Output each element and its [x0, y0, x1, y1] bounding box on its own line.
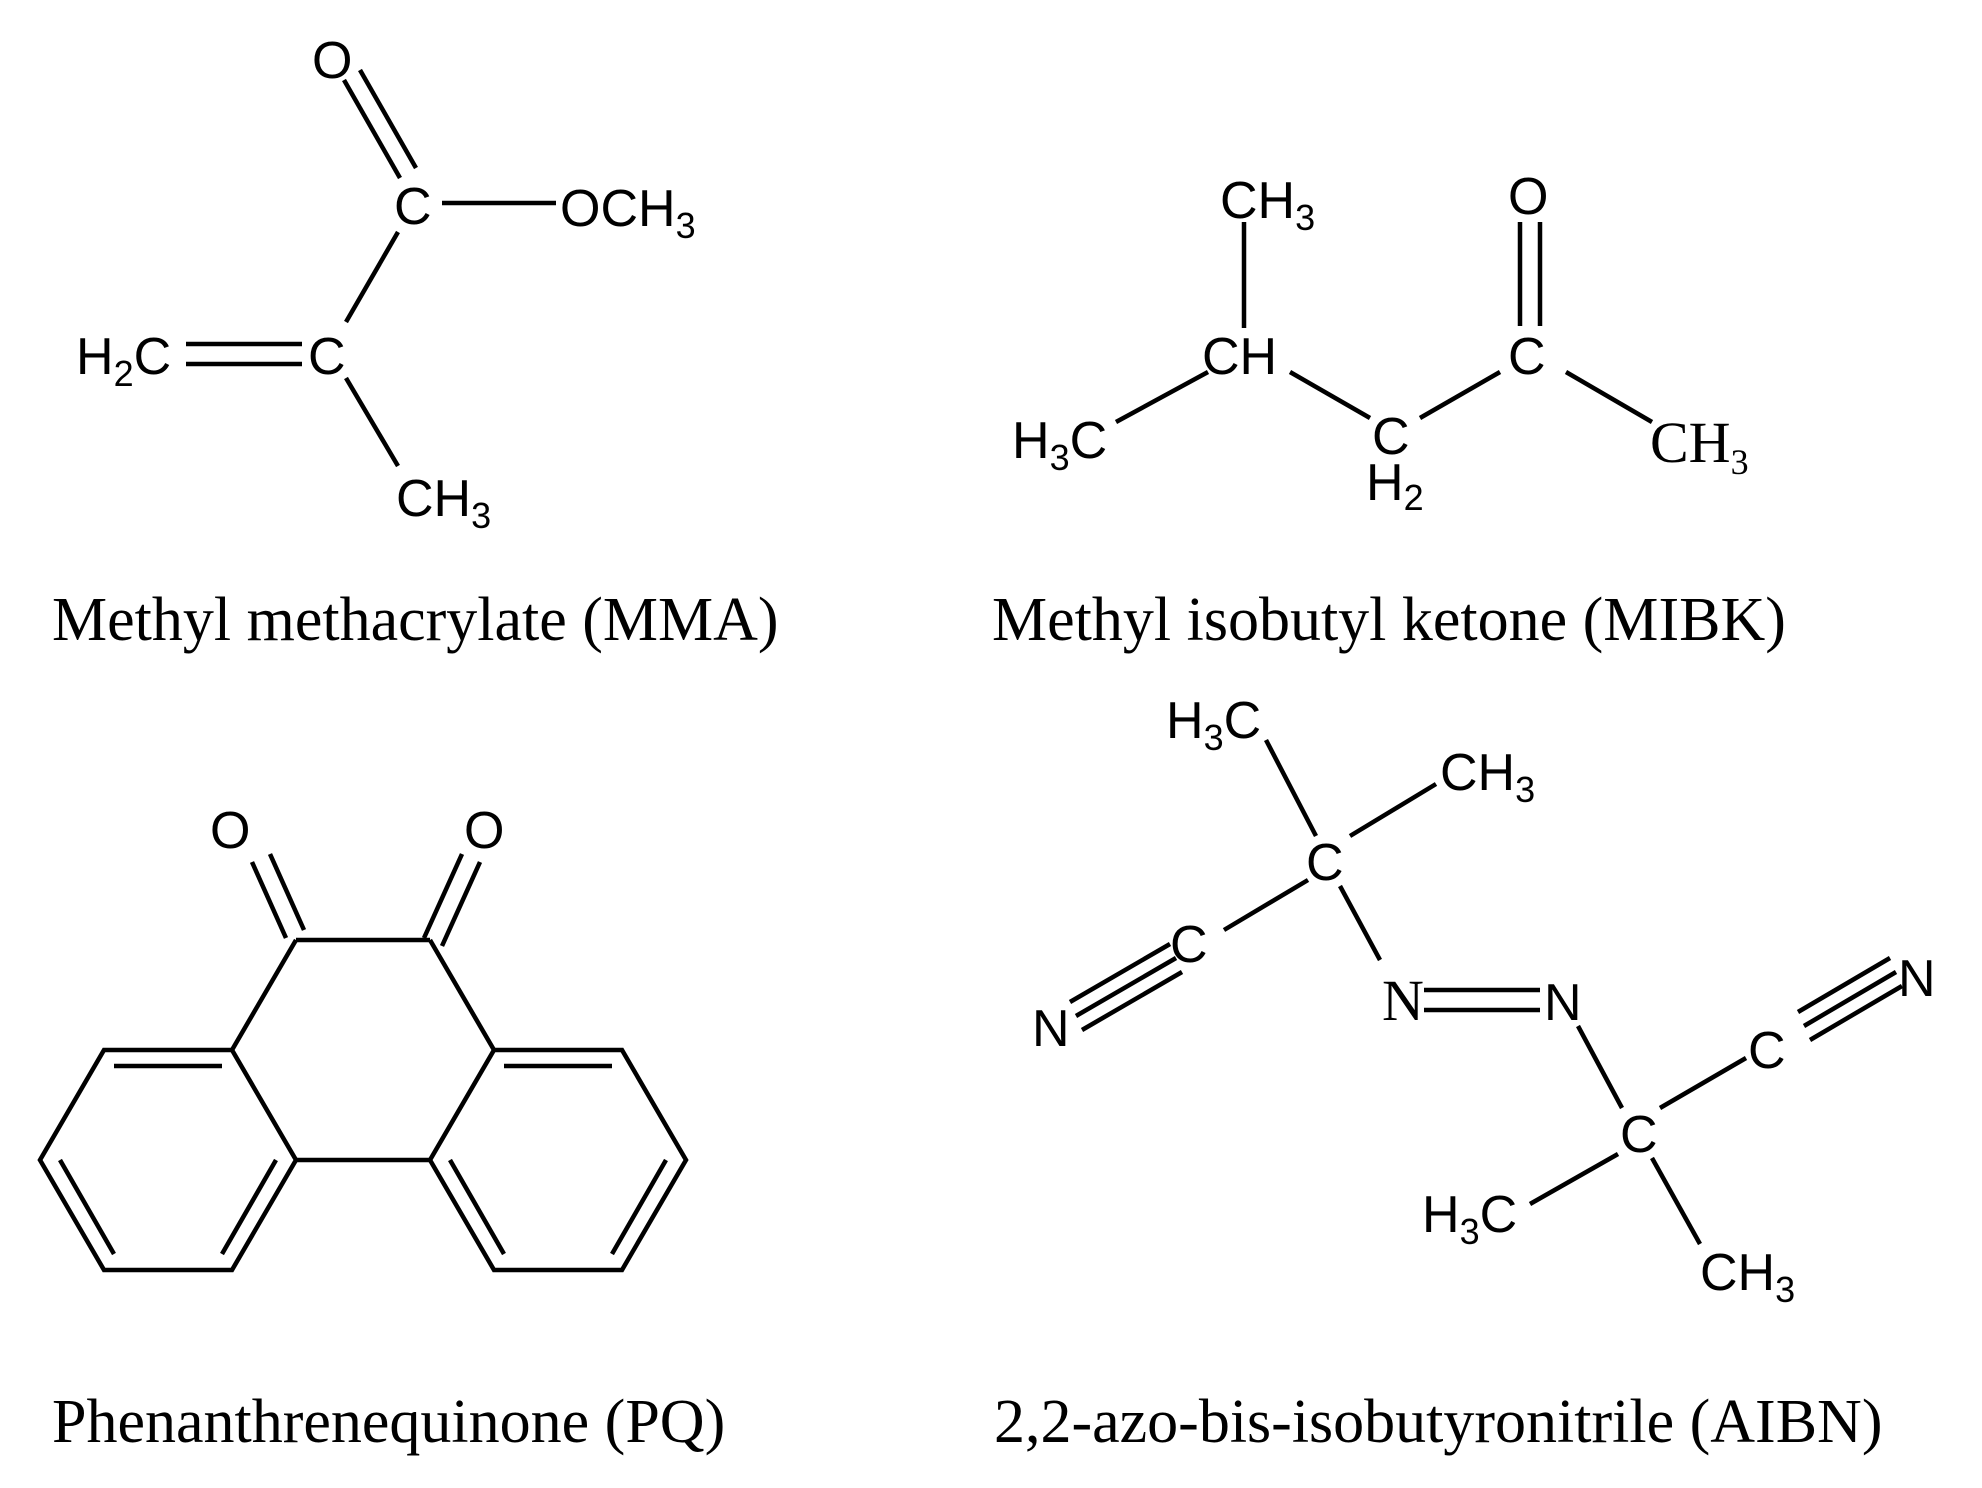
pq-o-left-label: O — [210, 802, 250, 860]
aibn-cn-right-triple-1 — [1796, 956, 1892, 1014]
mma-och3-label: OCH3 — [560, 180, 696, 246]
aibn-cn-left-triple-3 — [1080, 970, 1184, 1032]
aibn-c-h3c-bottom-bond — [1528, 1152, 1620, 1206]
aibn-c-quat-bottom-label: C — [1620, 1106, 1658, 1164]
aibn-h3c-bottom-label: H3C — [1422, 1186, 1517, 1252]
mma-h2c-label: H2C — [76, 328, 171, 394]
mibk-c-methylene-label: C — [1372, 408, 1410, 466]
pq-co-right-bond-2 — [439, 861, 483, 947]
aibn-cn-left-triple-1 — [1068, 942, 1172, 1004]
pq-co-right-bond-1 — [421, 853, 465, 939]
pq-co-left-bond-2 — [267, 853, 307, 931]
aibn-n-azo-left-label: N — [1382, 968, 1424, 1033]
aibn-cn-right-triple-2 — [1802, 970, 1898, 1028]
mma-c-carbonyl-label: C — [394, 178, 432, 236]
pq-caption: Phenanthrenequinone (PQ) — [52, 1388, 725, 1456]
mibk-ch2-c-bond — [1418, 370, 1502, 420]
pq-right-ring-double-3 — [448, 1158, 506, 1256]
pq-structure: O O — [37, 802, 689, 1273]
mibk-h3c-label: H3C — [1012, 412, 1107, 478]
mma-caption: Methyl methacrylate (MMA) — [52, 586, 779, 654]
aibn-c-n-azo-bond — [1338, 884, 1382, 962]
mibk-c-ch3-bond — [1564, 370, 1654, 424]
aibn-c-quat-top-label: C — [1306, 834, 1344, 892]
mibk-caption: Methyl isobutyl ketone (MIBK) — [992, 586, 1786, 654]
mibk-c-carbonyl-label: C — [1508, 328, 1546, 386]
mibk-ch-label: CH — [1202, 328, 1277, 386]
aibn-caption: 2,2-azo-bis-isobutyronitrile (AIBN) — [994, 1388, 1882, 1456]
pq-left-ring-double-2 — [58, 1158, 116, 1256]
mma-o-label: O — [312, 32, 352, 90]
aibn-c-cn-left-bond — [1222, 878, 1310, 932]
mibk-ch-ch2-bond — [1288, 370, 1372, 420]
aibn-ch3-bottom-label: CH3 — [1700, 1244, 1795, 1310]
mibk-structure: CH3 O CH C H3C C H2 CH3 — [1012, 168, 1749, 518]
aibn-h3c-top-label: H3C — [1166, 692, 1261, 758]
pq-right-ring — [427, 1047, 689, 1273]
aibn-c-nitrile-right-label: C — [1748, 1022, 1786, 1080]
aibn-n-right-label: N — [1898, 950, 1936, 1008]
mibk-h2-label: H2 — [1366, 454, 1424, 518]
mma-c-ch3-bond — [344, 376, 400, 468]
mibk-o-label: O — [1508, 168, 1548, 226]
aibn-c-ch3-top-bond — [1348, 782, 1438, 838]
aibn-cn-left-triple-2 — [1074, 956, 1178, 1018]
aibn-structure: H3C CH3 C C N N N C N C H3C CH3 — [1032, 692, 1936, 1310]
pq-c10-c10a-bond — [428, 938, 496, 1052]
aibn-n-c-bottom-bond — [1576, 1024, 1624, 1110]
aibn-cn-right-triple-3 — [1808, 984, 1904, 1042]
aibn-c-ch3-bottom-bond — [1650, 1156, 1702, 1246]
aibn-n-left-label: N — [1032, 1000, 1070, 1058]
mma-ch3-label: CH3 — [396, 470, 491, 536]
pq-left-ring — [37, 1047, 299, 1273]
pq-o-right-label: O — [464, 802, 504, 860]
mma-co-bond-1 — [342, 78, 402, 180]
pq-c9-c8a-bond — [230, 938, 298, 1052]
mibk-ch3-top-label: CH3 — [1220, 172, 1315, 238]
aibn-n-azo-right-label: N — [1544, 974, 1582, 1032]
aibn-h3c-c-top-bond — [1264, 738, 1318, 838]
mibk-ch3-right-label: CH3 — [1650, 410, 1749, 482]
mma-cc-bond — [344, 230, 400, 324]
aibn-ch3-top-label: CH3 — [1440, 744, 1535, 810]
pq-co-left-bond-1 — [249, 861, 289, 939]
pq-right-ring-double-2 — [610, 1158, 668, 1256]
mma-co-bond-2 — [358, 68, 418, 170]
aibn-c-nitrile-left-label: C — [1170, 916, 1208, 974]
mibk-ch-h3c-bond — [1114, 370, 1210, 424]
mma-structure: O C OCH3 H2C C CH3 — [76, 32, 696, 536]
aibn-c-cn-right-bond — [1658, 1056, 1748, 1110]
pq-left-ring-double-3 — [220, 1158, 278, 1256]
mma-c-alpha-label: C — [308, 328, 346, 386]
